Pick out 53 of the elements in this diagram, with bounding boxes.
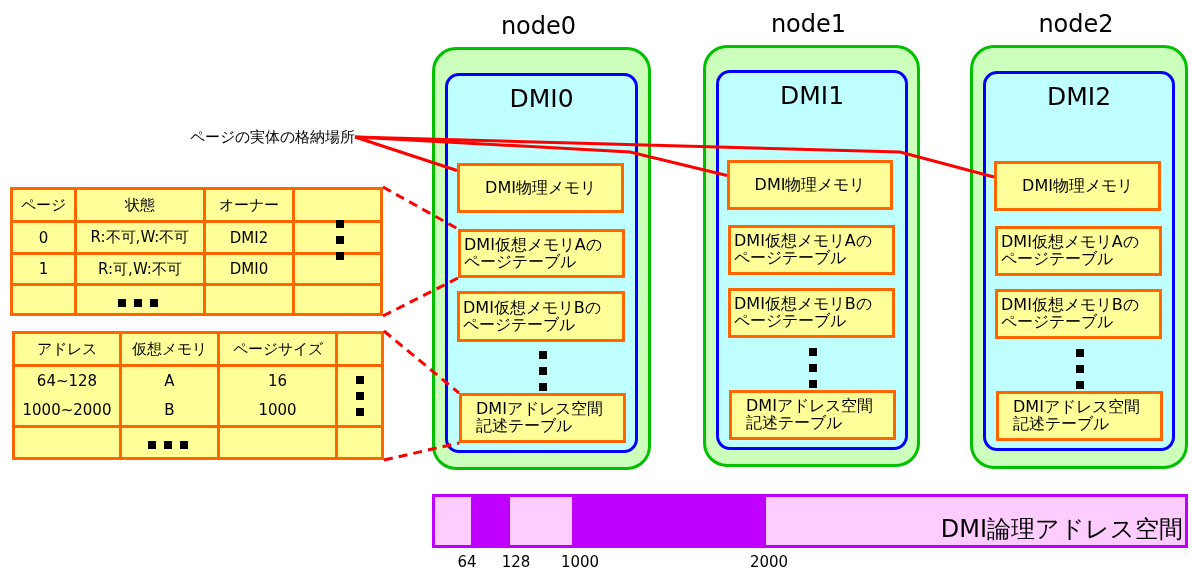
table-box: DMIアドレス空間記述テーブル xyxy=(729,390,896,440)
dmi-title: DMI1 xyxy=(778,81,846,110)
table-cell: アドレス xyxy=(15,334,119,364)
table-box: DMI仮想メモリBのページテーブル xyxy=(995,289,1162,339)
table-cell: R:可,W:不可 xyxy=(77,255,203,283)
tick-label: 64 xyxy=(456,553,478,571)
cell-text: 16 xyxy=(267,371,288,392)
note-text: ページの実体の格納場所 xyxy=(140,126,355,148)
cell-text: 64~128 xyxy=(36,371,98,392)
table-cell: ページサイズ xyxy=(220,334,335,364)
memory-box: DMI物理メモリ xyxy=(457,163,624,213)
dmi-title: DMI0 xyxy=(508,84,575,113)
table-box: DMIアドレス空間記述テーブル xyxy=(459,393,626,443)
dashed-line xyxy=(383,441,460,462)
node-title: node1 xyxy=(769,10,848,38)
bar-label: DMI論理アドレス空間 xyxy=(940,514,1183,545)
node-title: node2 xyxy=(1037,10,1115,38)
dmi-title: DMI2 xyxy=(1045,82,1113,111)
memory-box: DMI物理メモリ xyxy=(727,160,893,210)
cell-text: A xyxy=(164,371,175,392)
table-cell: DMI2 xyxy=(206,223,292,252)
table-box: DMI仮想メモリAのページテーブル xyxy=(728,225,895,275)
table-box: DMI仮想メモリBのページテーブル xyxy=(457,291,625,342)
tick-label: 2000 xyxy=(748,553,790,571)
address-table xyxy=(12,331,384,460)
table-cell: 0 xyxy=(13,223,74,252)
dmi-box xyxy=(716,70,908,450)
page-table xyxy=(10,187,383,316)
table-cell: 状態 xyxy=(77,190,203,220)
cell-text: 1000 xyxy=(258,400,297,421)
used-range-block xyxy=(572,497,766,545)
table-cell: 仮想メモリ xyxy=(122,334,217,364)
table-cell: R:不可,W:不可 xyxy=(77,223,203,252)
table-box: DMI仮想メモリAのページテーブル xyxy=(458,229,625,278)
table-cell: 1 xyxy=(13,255,74,283)
table-cell: DMI0 xyxy=(206,255,292,283)
memory-box: DMI物理メモリ xyxy=(994,161,1161,211)
table-box: DMIアドレス空間記述テーブル xyxy=(996,391,1163,441)
table-box: DMI仮想メモリAのページテーブル xyxy=(995,226,1162,276)
table-cell: ページ xyxy=(13,190,74,220)
dashed-line xyxy=(382,276,459,318)
node-title: node0 xyxy=(499,12,578,40)
cell-text: 1000~2000 xyxy=(22,400,112,421)
dmi-box xyxy=(445,73,638,453)
used-range-block xyxy=(471,497,510,545)
tick-label: 1000 xyxy=(559,553,601,571)
table-box: DMI仮想メモリBのページテーブル xyxy=(728,288,895,338)
dmi-box xyxy=(983,71,1175,451)
cell-text: B xyxy=(164,400,175,421)
table-cell: オーナー xyxy=(206,190,292,220)
dashed-line xyxy=(382,185,459,231)
tick-label: 128 xyxy=(500,553,532,571)
address-space-bar xyxy=(432,494,1188,548)
